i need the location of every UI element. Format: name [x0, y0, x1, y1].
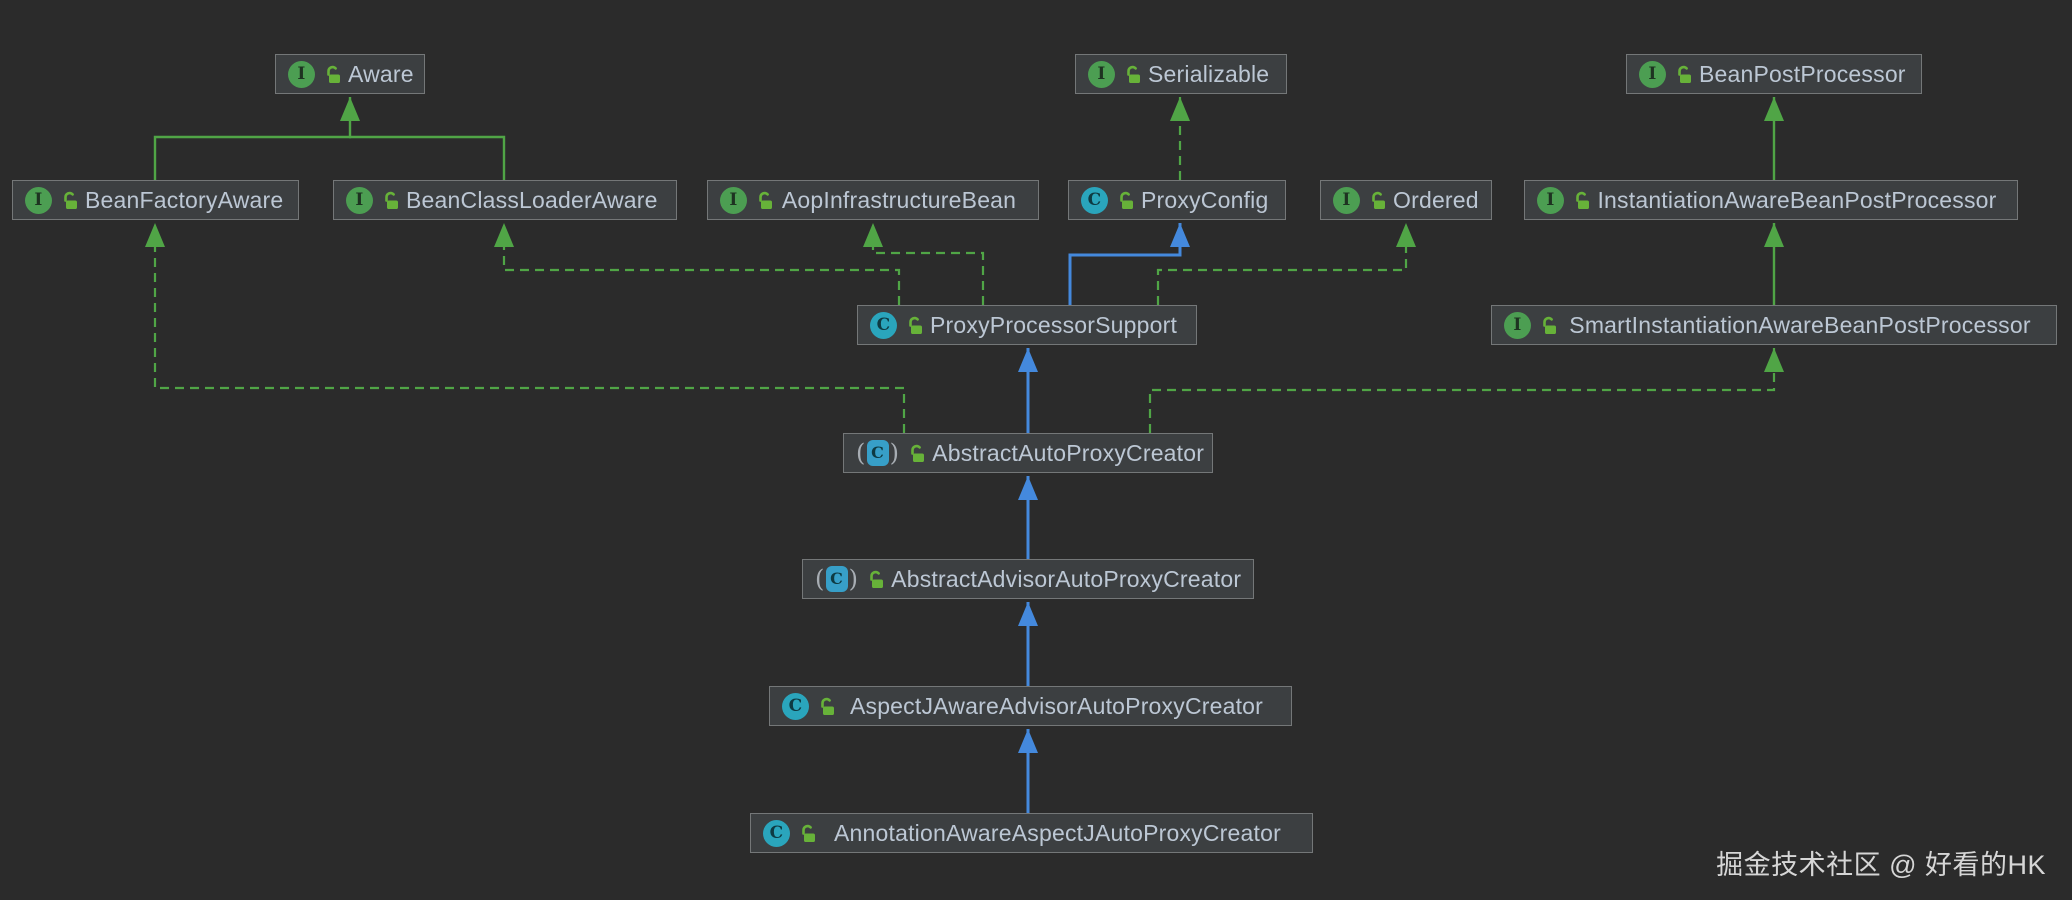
class-icon: C	[782, 692, 809, 720]
arrowhead-ProxyProcessorSupport	[1018, 348, 1038, 372]
interface-icon: I	[288, 60, 315, 88]
interface-icon: I	[1504, 311, 1531, 339]
public-lock-icon	[1675, 65, 1693, 84]
class-name-label: AbstractAutoProxyCreator	[932, 439, 1205, 466]
class-node-proxy-config[interactable]: C ProxyConfig	[1068, 180, 1286, 220]
public-lock-icon	[324, 65, 342, 84]
public-lock-icon	[799, 824, 817, 843]
interface-icon: I	[346, 186, 373, 214]
class-name-label: BeanFactoryAware	[85, 186, 284, 213]
arrowhead-BeanFactoryAware	[145, 223, 165, 247]
class-node-bean-post-processor[interactable]: I BeanPostProcessor	[1626, 54, 1922, 94]
interface-icon: I	[25, 186, 52, 214]
class-name-label: ProxyProcessorSupport	[930, 311, 1178, 338]
edge-AbstractAutoProxyCreator-to-SmartInstantiationAwareBeanPostProcessor	[1148, 348, 1776, 433]
arrowhead-AbstractAutoProxyCreator	[1018, 476, 1038, 500]
class-name-label: Ordered	[1393, 186, 1479, 213]
class-icon: C	[1081, 186, 1108, 214]
public-lock-icon	[756, 191, 774, 210]
edge-BeanClassLoaderAware-to-Aware	[349, 135, 506, 180]
interface-icon: I	[1088, 60, 1115, 88]
interface-icon: I	[1639, 60, 1666, 88]
public-lock-icon	[818, 697, 836, 716]
edge-ProxyProcessorSupport-to-AopInfrastructureBean	[871, 223, 985, 305]
class-name-label: BeanPostProcessor	[1699, 60, 1906, 87]
public-lock-icon	[382, 191, 400, 210]
public-lock-icon	[867, 570, 885, 589]
class-node-bean-class-loader-aware[interactable]: I BeanClassLoaderAware	[333, 180, 677, 220]
arrowhead-AspectJAwareAdvisorAutoProxyCreator	[1018, 729, 1038, 753]
arrowhead-InstantiationAwareBeanPostProcessor	[1764, 223, 1784, 247]
class-icon: C	[763, 819, 790, 847]
public-lock-icon	[1117, 191, 1135, 210]
edge-ProxyProcessorSupport-to-ProxyConfig	[1068, 223, 1182, 305]
public-lock-icon	[1369, 191, 1387, 210]
arrowhead-SmartInstantiationAwareBeanPostProcessor	[1764, 348, 1784, 372]
arrowhead-BeanClassLoaderAware	[494, 223, 514, 247]
class-node-aware[interactable]: I Aware	[275, 54, 425, 94]
class-node-abstract-advisor-auto-proxy-creator[interactable]: (C) AbstractAdvisorAutoProxyCreator	[802, 559, 1254, 599]
interface-icon: I	[1537, 186, 1564, 214]
public-lock-icon	[908, 444, 926, 463]
class-node-ordered[interactable]: I Ordered	[1320, 180, 1492, 220]
arrowhead-AbstractAdvisorAutoProxyCreator	[1018, 602, 1038, 626]
arrowhead-Ordered	[1396, 223, 1416, 247]
class-name-label: BeanClassLoaderAware	[406, 186, 658, 213]
edge-ProxyProcessorSupport-to-BeanClassLoaderAware	[502, 223, 901, 305]
arrowhead-BeanPostProcessor	[1764, 97, 1784, 121]
arrowhead-ProxyConfig	[1170, 223, 1190, 247]
class-node-aop-infrastructure-bean[interactable]: I AopInfrastructureBean	[707, 180, 1039, 220]
class-icon: C	[870, 311, 897, 339]
class-name-label: AopInfrastructureBean	[781, 186, 1017, 213]
class-name-label: AnnotationAwareAspectJAutoProxyCreator	[834, 819, 1281, 846]
public-lock-icon	[906, 316, 924, 335]
public-lock-icon	[1573, 191, 1591, 210]
class-name-label: AspectJAwareAdvisorAutoProxyCreator	[849, 692, 1264, 719]
interface-icon: I	[1333, 186, 1360, 214]
edge-BeanFactoryAware-to-Aware	[153, 97, 352, 180]
abstract-class-icon: (C)	[856, 439, 900, 467]
class-name-label: ProxyConfig	[1141, 186, 1269, 213]
edge-AbstractAutoProxyCreator-to-BeanFactoryAware	[153, 223, 906, 433]
abstract-class-icon: (C)	[815, 565, 859, 593]
public-lock-icon	[1124, 65, 1142, 84]
class-name-label: AbstractAdvisorAutoProxyCreator	[891, 565, 1242, 592]
arrowhead-Serializable	[1170, 97, 1190, 121]
class-node-bean-factory-aware[interactable]: I BeanFactoryAware	[12, 180, 299, 220]
edge-ProxyProcessorSupport-to-Ordered	[1156, 223, 1408, 305]
class-name-label: SmartInstantiationAwareBeanPostProcessor	[1569, 311, 2031, 338]
interface-icon: I	[720, 186, 747, 214]
class-node-instantiation-aware-bean-post-processor[interactable]: I InstantiationAwareBeanPostProcessor	[1524, 180, 2018, 220]
public-lock-icon	[1540, 316, 1558, 335]
class-node-abstract-auto-proxy-creator[interactable]: (C) AbstractAutoProxyCreator	[843, 433, 1213, 473]
arrowhead-AopInfrastructureBean	[863, 223, 883, 247]
arrowhead-Aware	[340, 97, 360, 121]
class-node-serializable[interactable]: I Serializable	[1075, 54, 1287, 94]
class-name-label: InstantiationAwareBeanPostProcessor	[1597, 186, 1997, 213]
class-node-aspectj-aware-advisor-auto-proxy-creator[interactable]: C AspectJAwareAdvisorAutoProxyCreator	[769, 686, 1292, 726]
class-node-annotation-aware-aspectj-auto-proxy-creator[interactable]: C AnnotationAwareAspectJAutoProxyCreator	[750, 813, 1313, 853]
watermark-text: 掘金技术社区 @ 好看的HK	[1716, 850, 2046, 880]
class-node-proxy-processor-support[interactable]: C ProxyProcessorSupport	[857, 305, 1197, 345]
public-lock-icon	[61, 191, 79, 210]
class-node-smart-instantiation-aware-bean-post-processor[interactable]: I SmartInstantiationAwareBeanPostProcess…	[1491, 305, 2057, 345]
class-name-label: Serializable	[1148, 60, 1270, 87]
class-name-label: Aware	[348, 60, 414, 87]
